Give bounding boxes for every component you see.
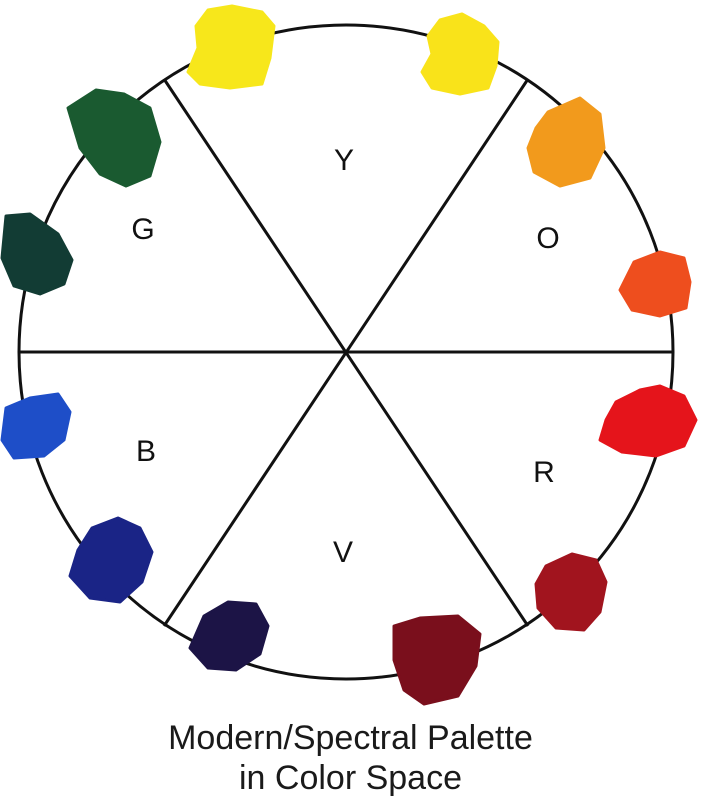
swatch-dark-violet: [188, 600, 270, 672]
swatch-crimson: [534, 552, 608, 632]
swatch-blue: [0, 392, 72, 460]
caption-line-1: Modern/Spectral Palette: [168, 719, 533, 757]
swatch-green: [66, 88, 162, 188]
paint-swatches: [0, 4, 698, 706]
swatch-teal-green: [0, 212, 74, 296]
swatch-orange-red: [618, 250, 692, 318]
swatch-yellow-right: [420, 12, 500, 96]
label-orange: O: [536, 222, 559, 255]
label-green: G: [131, 213, 154, 246]
swatch-red: [598, 384, 698, 458]
divider-diagonal-right: [162, 78, 530, 627]
swatch-yellow-orange: [526, 96, 606, 188]
label-blue: B: [136, 435, 156, 468]
swatch-dark-red: [392, 614, 482, 706]
label-violet: V: [333, 536, 353, 569]
label-red: R: [533, 456, 555, 489]
swatch-ultramarine: [68, 516, 154, 604]
label-yellow: Y: [334, 144, 354, 177]
swatch-yellow-left: [186, 4, 276, 90]
color-wheel-diagram: Y O R V B G: [0, 4, 698, 706]
caption-line-2: in Color Space: [238, 759, 462, 797]
